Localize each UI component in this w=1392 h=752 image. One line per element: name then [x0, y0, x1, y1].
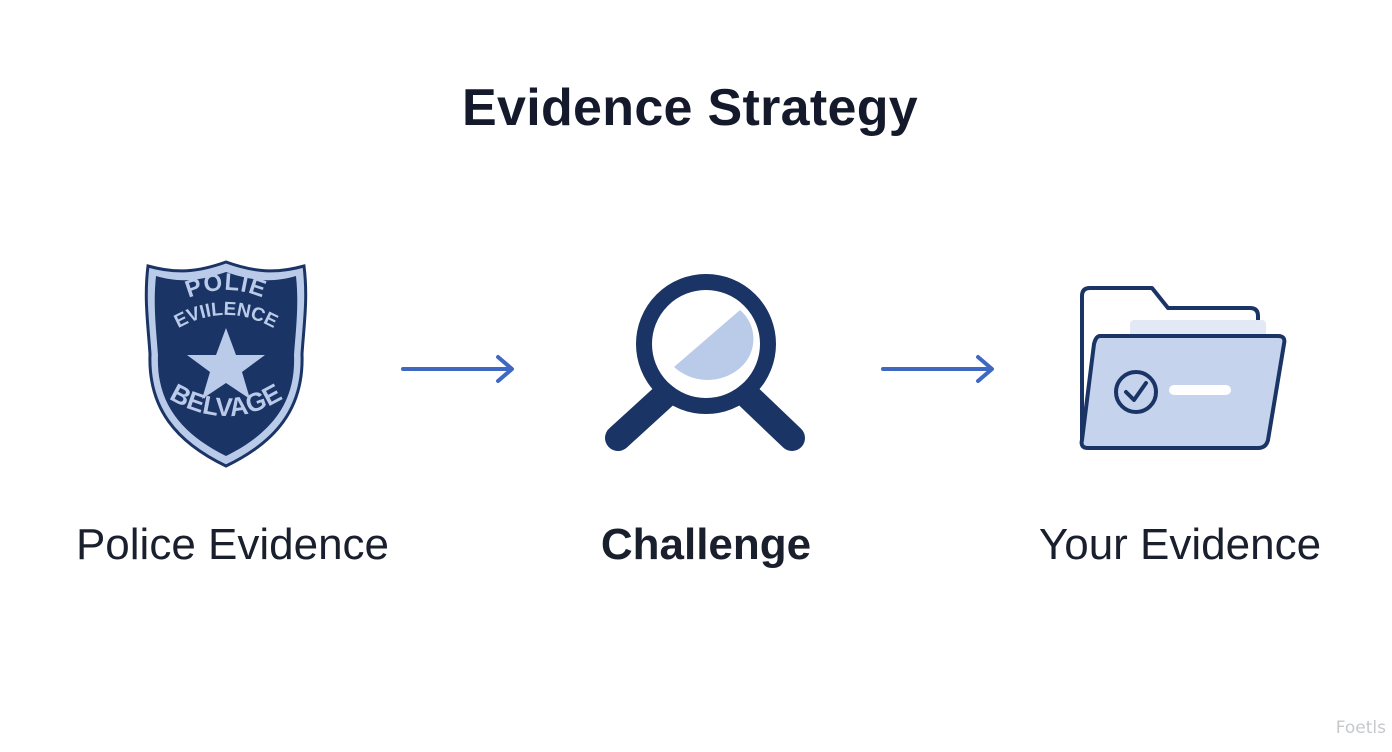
step-label-challenge: Challenge [600, 520, 812, 569]
step-label-police-evidence: Police Evidence [75, 520, 390, 569]
badge-star [187, 328, 265, 399]
step-label-your-evidence: Your Evidence [1038, 520, 1322, 569]
watermark: Foetls [1335, 718, 1386, 738]
diagram-title: Evidence Strategy [462, 79, 918, 137]
police-badge-icon: POLIE EVIILENCE BELVAGE [136, 258, 316, 470]
magnifier-icon [600, 272, 810, 460]
folder-check-icon [1074, 280, 1292, 456]
arrow-right-icon [880, 352, 998, 386]
arrow-right-icon [400, 352, 518, 386]
